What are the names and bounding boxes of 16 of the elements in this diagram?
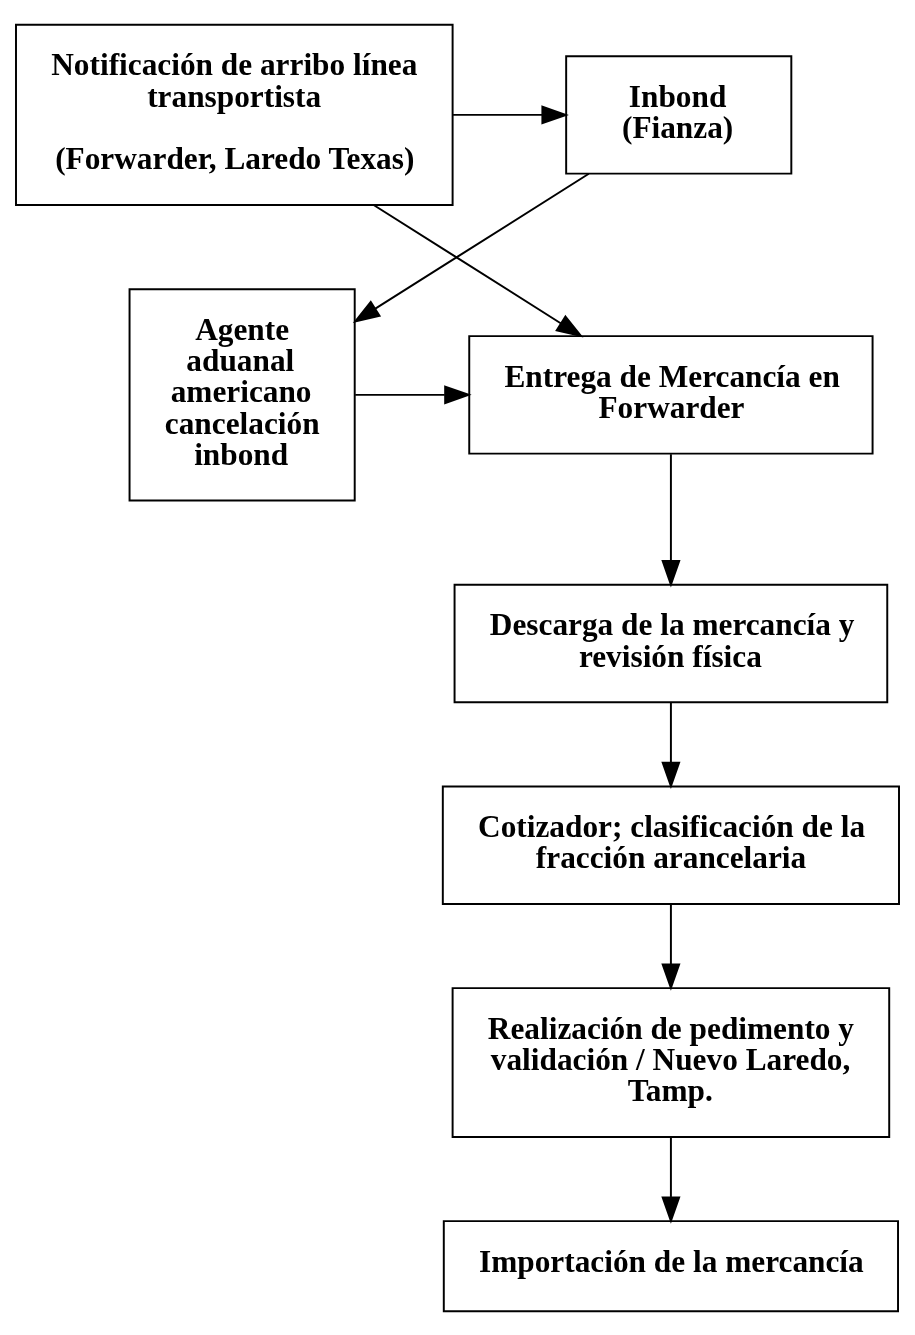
node-box: Notificación de arribo línea transportista (Forwarder, Laredo Texas) [15,23,454,206]
arrow [354,384,472,404]
node-box: Descarga de la mercancía y revisión física [453,583,889,703]
node-box: Importación de la mercancía [442,1219,899,1312]
node-box: Entrega de Mercancía en Forwarder [468,334,874,455]
arrow [661,1135,681,1224]
arrow [352,172,590,323]
node-box: Inbond (Fianza) [565,54,793,175]
arrow [661,701,681,789]
arrow [452,104,569,124]
arrow [372,203,584,338]
arrow [661,902,681,991]
node-box: Agente aduanal americano cancelación inbond [128,287,356,502]
node-box: Cotizador; clasificación de la fracción arancelaria [441,784,900,905]
arrow [661,452,681,587]
node-box: Realización de pedimento y validación / Nuevo Laredo, Tamp. [451,986,891,1138]
